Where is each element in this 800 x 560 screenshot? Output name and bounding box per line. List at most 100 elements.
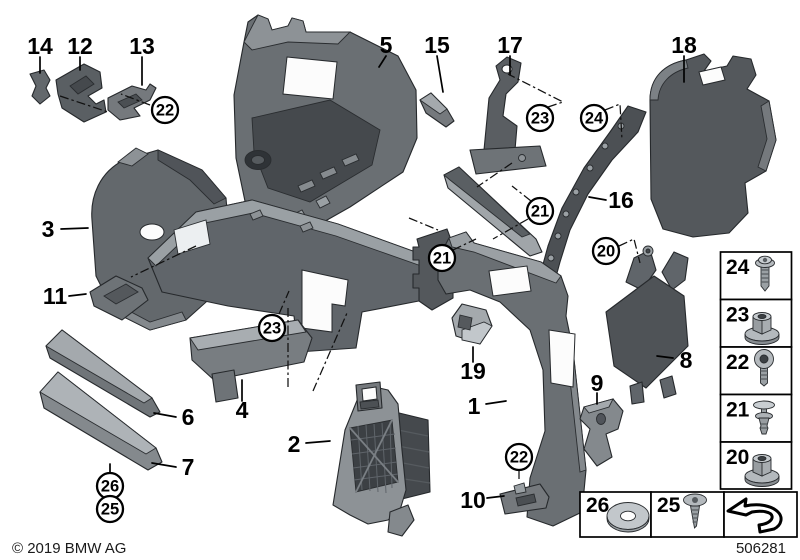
part-1-pillar-trim: [437, 231, 587, 527]
part-18-cover-panel: [649, 53, 777, 238]
callout-6[interactable]: 6: [182, 404, 195, 430]
legend-box-direction: [723, 491, 798, 538]
leader-line: [452, 238, 477, 251]
legend-box-22: 22: [719, 346, 793, 396]
svg-text:12: 12: [67, 33, 93, 59]
callout-10[interactable]: 10: [460, 487, 486, 513]
hardware-legend-row: 26 25: [579, 491, 798, 538]
callout-19[interactable]: 19: [460, 358, 486, 384]
circled-callout-26[interactable]: 26: [95, 471, 125, 501]
direction-arrow-icon: [726, 497, 783, 534]
part-13-bracket: [107, 83, 157, 121]
svg-text:20: 20: [597, 243, 615, 261]
leader-line: [588, 196, 607, 201]
svg-text:9: 9: [591, 370, 604, 396]
callout-18[interactable]: 18: [671, 32, 697, 58]
leader-line: [153, 412, 177, 418]
part-7-sill-strip: [39, 371, 163, 471]
part-center-trim-panel: [147, 199, 441, 353]
svg-text:22: 22: [510, 449, 528, 467]
leader-lines-layer: [39, 55, 685, 499]
circled-callout-21[interactable]: 21: [525, 196, 555, 226]
leader-line: [511, 185, 532, 202]
part-8-mounting-bracket: [605, 245, 689, 405]
leader-line: [476, 162, 513, 188]
legend-box-label: 26: [586, 494, 609, 517]
legend-box-label: 23: [726, 304, 749, 327]
circled-callout-22[interactable]: 22: [150, 95, 180, 125]
circled-callout-23[interactable]: 23: [257, 313, 287, 343]
legend-box-21: 21: [719, 393, 793, 443]
legend-box-25: 25: [650, 491, 725, 538]
leader-line: [486, 495, 505, 499]
legend-box-23: 23: [719, 298, 793, 348]
leader-line: [618, 238, 641, 264]
callout-7[interactable]: 7: [182, 454, 195, 480]
fastener-legend: 24 23 22: [719, 251, 793, 490]
callout-8[interactable]: 8: [680, 347, 693, 373]
part-9-bracket: [579, 398, 624, 467]
leader-line: [507, 73, 565, 108]
legend-box-label: 25: [657, 494, 681, 517]
leader-line: [312, 312, 348, 392]
leader-line: [656, 355, 674, 359]
circled-callout-20[interactable]: 20: [591, 236, 621, 266]
svg-text:4: 4: [236, 397, 249, 423]
callout-11[interactable]: 11: [43, 283, 68, 309]
part-2-storage-box: [332, 381, 431, 537]
callout-3[interactable]: 3: [42, 216, 55, 242]
legend-box-20: 20: [719, 441, 793, 490]
leader-line: [278, 290, 290, 315]
svg-text:14: 14: [27, 33, 53, 59]
svg-text:23: 23: [263, 320, 281, 338]
callout-9[interactable]: 9: [591, 370, 604, 396]
part-21-finisher-strip: [443, 166, 543, 257]
circled-callout-24[interactable]: 24: [579, 103, 609, 133]
part-17-bracket: [469, 56, 547, 175]
part-5-side-trim-panel: [233, 14, 418, 238]
washer-icon: [606, 502, 650, 533]
callout-12[interactable]: 12: [67, 33, 93, 59]
part-19-grab-handle: [451, 303, 493, 345]
svg-text:18: 18: [671, 32, 697, 58]
circled-callout-23[interactable]: 23: [525, 103, 555, 133]
circled-callout-25[interactable]: 25: [95, 494, 125, 524]
leader-line: [436, 55, 444, 93]
svg-text:11: 11: [43, 283, 68, 309]
self-tapping-screw-icon: [683, 493, 707, 529]
leader-line: [485, 400, 507, 405]
parts-artwork: [29, 14, 777, 537]
svg-text:23: 23: [531, 110, 549, 128]
leader-line: [378, 55, 387, 68]
leader-line: [305, 440, 331, 444]
callout-14[interactable]: 14: [27, 33, 53, 59]
svg-text:15: 15: [424, 32, 450, 58]
part-14-clip: [29, 69, 51, 105]
circled-callout-22[interactable]: 22: [504, 442, 534, 472]
mesh-texture: [349, 419, 399, 494]
callout-16[interactable]: 16: [608, 187, 634, 213]
svg-text:24: 24: [585, 110, 604, 128]
callout-4[interactable]: 4: [236, 397, 249, 423]
callout-13[interactable]: 13: [129, 33, 155, 59]
callout-2[interactable]: 2: [288, 431, 301, 457]
callout-17[interactable]: 17: [497, 32, 523, 58]
callout-15[interactable]: 15: [424, 32, 450, 58]
part-6-sill-strip: [45, 329, 161, 418]
callout-5[interactable]: 5: [380, 32, 393, 58]
callout-1[interactable]: 1: [468, 393, 481, 419]
socket-head-screw-icon: [754, 349, 774, 387]
svg-text:2: 2: [288, 431, 301, 457]
leader-line: [408, 217, 439, 231]
circled-callout-21[interactable]: 21: [427, 243, 457, 273]
part-10-latch-plate: [499, 482, 550, 515]
legend-box-24: 24: [719, 251, 793, 301]
svg-text:8: 8: [680, 347, 693, 373]
svg-text:7: 7: [182, 454, 195, 480]
leader-line: [60, 227, 89, 230]
legend-box-label: 21: [726, 399, 750, 422]
legend-box-label: 24: [726, 256, 750, 279]
leader-line: [151, 462, 177, 468]
